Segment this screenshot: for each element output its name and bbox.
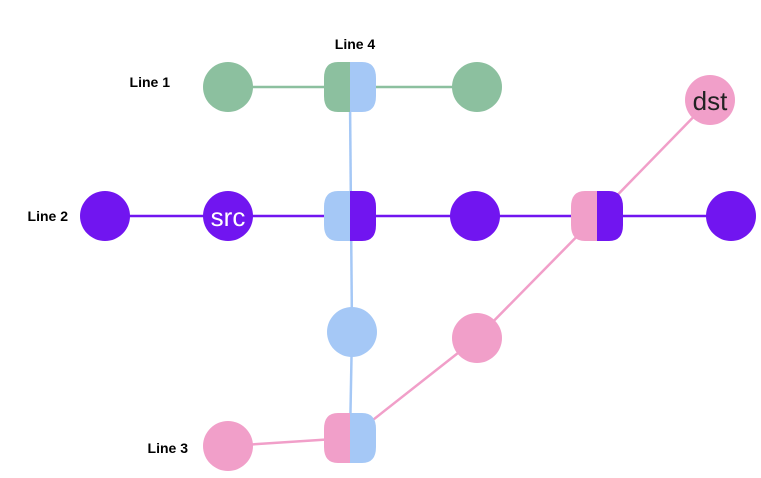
station-label-dst: dst bbox=[693, 86, 728, 116]
line3-station-dst[interactable] bbox=[685, 75, 735, 125]
line2-station-mid[interactable] bbox=[450, 191, 500, 241]
line1-label: Line 1 bbox=[130, 74, 171, 90]
interchange-line3-line2[interactable] bbox=[571, 191, 623, 241]
line3-label: Line 3 bbox=[148, 440, 189, 456]
line2-station-src[interactable] bbox=[203, 191, 253, 241]
line1-station-west[interactable] bbox=[203, 62, 253, 112]
line2-label: Line 2 bbox=[28, 208, 69, 224]
line1-station-east[interactable] bbox=[452, 62, 502, 112]
station-label-src: src bbox=[211, 202, 246, 232]
line2-station-west[interactable] bbox=[80, 191, 130, 241]
interchange-line3-line4[interactable] bbox=[324, 413, 376, 463]
interchange-line4-line2[interactable] bbox=[324, 191, 376, 241]
line4-label: Line 4 bbox=[335, 36, 376, 52]
line2-station-east[interactable] bbox=[706, 191, 756, 241]
interchange-line1-line4[interactable] bbox=[324, 62, 376, 112]
line4-station-mid[interactable] bbox=[327, 307, 377, 357]
line3-station-west[interactable] bbox=[203, 421, 253, 471]
line3-station-mid[interactable] bbox=[452, 313, 502, 363]
